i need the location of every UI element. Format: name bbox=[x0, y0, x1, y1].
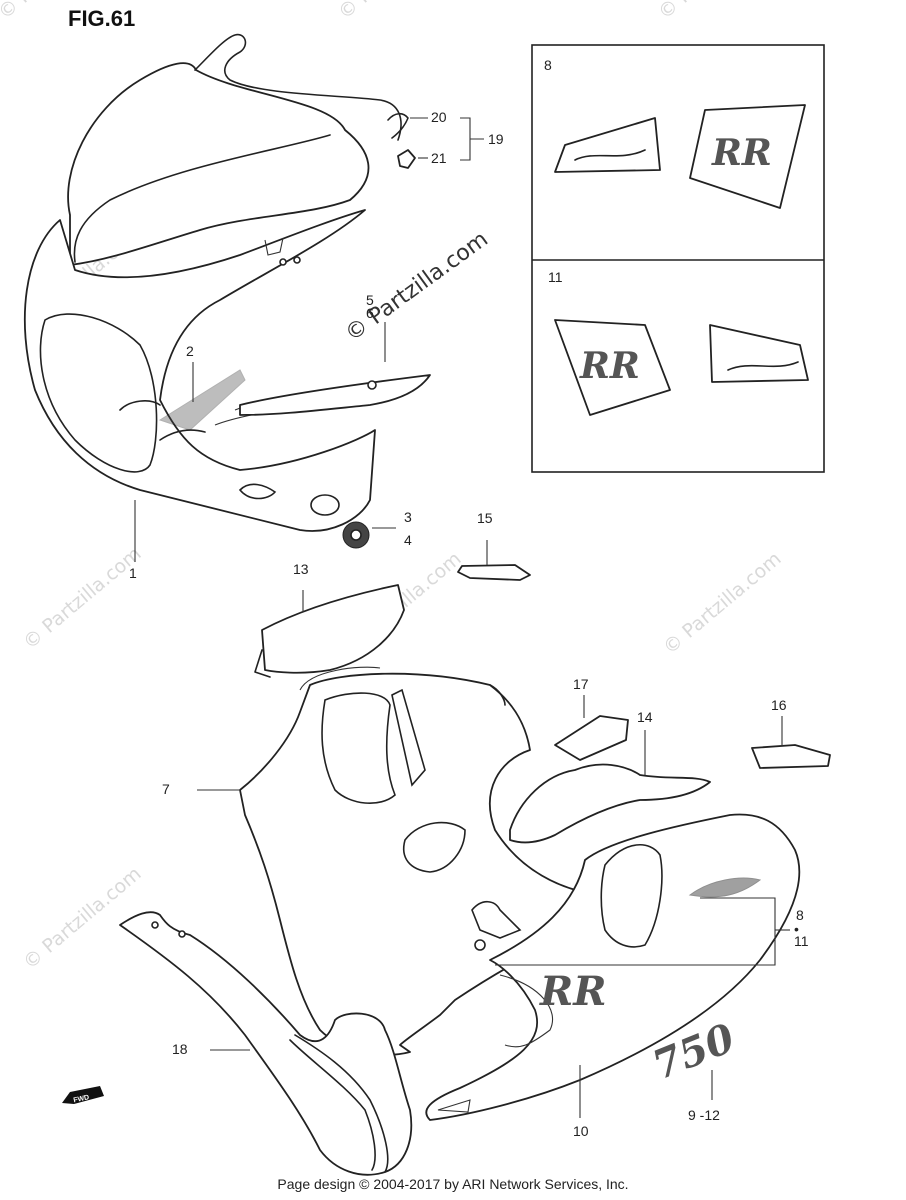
callout-label: 16 bbox=[771, 697, 787, 713]
callout-label: 11 bbox=[794, 933, 809, 949]
decal-logo: RR bbox=[579, 345, 640, 387]
fwd-arrow-icon: FWD bbox=[62, 1086, 104, 1104]
callout-label: 4 bbox=[404, 532, 412, 548]
callout-label: 9 -12 bbox=[688, 1107, 720, 1123]
callout-9-12[interactable]: 9 -12 bbox=[688, 1070, 720, 1123]
callout-1[interactable]: 1 bbox=[129, 500, 137, 581]
watermark: © Partzilla.com bbox=[19, 863, 145, 974]
callout-label: 7 bbox=[162, 781, 170, 797]
callout-label: 15 bbox=[477, 510, 493, 526]
callout-label: 17 bbox=[573, 676, 589, 692]
callout-label: 6 bbox=[366, 305, 374, 321]
upper-cowling-part[interactable] bbox=[23, 33, 431, 532]
watermark: © Partzilla.com bbox=[654, 0, 780, 24]
inset-label-11: 11 bbox=[548, 269, 563, 285]
page-footer: Page design © 2004-2017 by ARI Network S… bbox=[277, 1176, 629, 1192]
callout-5-6[interactable]: 5 6 bbox=[366, 292, 386, 362]
callout-2[interactable]: 2 bbox=[186, 343, 194, 402]
callout-label: 18 bbox=[172, 1041, 188, 1057]
callout-label: 21 bbox=[431, 150, 447, 166]
figure-title: FIG.61 bbox=[68, 6, 135, 31]
callout-label: 10 bbox=[573, 1123, 589, 1139]
watermark: © Partzilla.com bbox=[19, 543, 145, 654]
inner-panel-13-part[interactable]: 13 bbox=[254, 561, 405, 678]
inner-cover-14-part[interactable]: 14 bbox=[509, 709, 711, 844]
watermark: © Partzilla.com bbox=[334, 0, 460, 24]
decal-8-left[interactable] bbox=[554, 117, 661, 173]
center-watermark: © Partzilla.com bbox=[341, 227, 493, 347]
callout-label: 2 bbox=[186, 343, 194, 359]
callout-label: 5 bbox=[366, 292, 374, 308]
callout-8-11[interactable]: 8 • 11 bbox=[495, 897, 809, 966]
fwd-label: FWD bbox=[73, 1094, 90, 1104]
decal-8-right[interactable] bbox=[689, 104, 806, 209]
under-cowl-18-part[interactable]: 18 bbox=[119, 911, 413, 1176]
side-logo: RR bbox=[539, 968, 606, 1015]
callout-label: • bbox=[794, 921, 799, 937]
callout-label: 20 bbox=[431, 109, 447, 125]
windscreen-trim-part[interactable] bbox=[387, 112, 416, 169]
bracket-15-part[interactable]: 15 bbox=[457, 510, 531, 581]
callout-label: 13 bbox=[293, 561, 309, 577]
decal-11-left[interactable] bbox=[554, 319, 671, 416]
callout-label: 3 bbox=[404, 509, 412, 525]
decal-inset-box: 8 11 RR RR bbox=[531, 44, 825, 473]
callout-label: 8 bbox=[796, 907, 804, 923]
grommet-part[interactable]: 3 4 bbox=[342, 509, 412, 549]
pad-17-part[interactable]: 17 bbox=[554, 676, 629, 761]
decal-logo: RR bbox=[711, 132, 772, 174]
callout-19-20-21[interactable]: 20 21 19 bbox=[410, 109, 504, 166]
bracket-16-part[interactable]: 16 bbox=[751, 697, 831, 769]
callout-label: 19 bbox=[488, 131, 504, 147]
watermark: © Partzilla.com bbox=[659, 548, 785, 659]
inset-label-8: 8 bbox=[544, 57, 552, 73]
callout-label: 14 bbox=[637, 709, 653, 725]
callout-label: 1 bbox=[129, 565, 137, 581]
